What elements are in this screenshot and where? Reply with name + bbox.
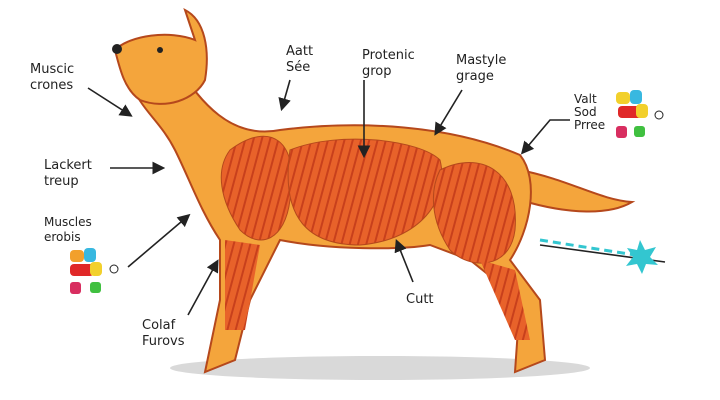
dog-head (113, 8, 208, 105)
pointer-muscles-erobis (127, 213, 191, 268)
molecule-icon-left (70, 248, 119, 294)
label-lackert-treup: Lackert treup (44, 158, 92, 189)
shoulder-muscle (220, 135, 293, 241)
label-mastyle-grage: Mastyle grage (456, 53, 507, 84)
pointer-colaf-furovs (187, 259, 219, 316)
pointer-mastyle-grage (434, 89, 463, 136)
label-muscles-erobis: Muscles erobis (44, 215, 92, 244)
hindleg-muscle (480, 260, 530, 340)
label-muscic-crones: Muscic crones (30, 62, 75, 93)
molecule-icon-right (616, 90, 664, 138)
label-valt-sod-prree: Valt Sod Prree (574, 92, 606, 132)
label-cutt: Cutt (406, 292, 434, 307)
label-protenic-grop: Protenic grop (362, 48, 415, 79)
foreleg-muscle (225, 240, 260, 330)
dog-eye (157, 47, 163, 53)
dashed-arrow (539, 238, 636, 257)
pointer-valt-sod-prree (520, 119, 570, 155)
label-colaf-furovs: Colaf Furovs (142, 318, 185, 349)
label-aatt-see: Aatt Sée (286, 44, 314, 75)
rib-muscle (287, 138, 443, 246)
starburst-icon (626, 240, 658, 274)
ground-shadow (170, 356, 590, 380)
pointer-aatt-see (278, 79, 291, 112)
tail (519, 168, 636, 213)
thigh-muscle (432, 162, 516, 264)
dog-nose (112, 44, 122, 54)
pointer-cutt (394, 239, 414, 283)
pointer-muscic-crones (87, 87, 133, 117)
